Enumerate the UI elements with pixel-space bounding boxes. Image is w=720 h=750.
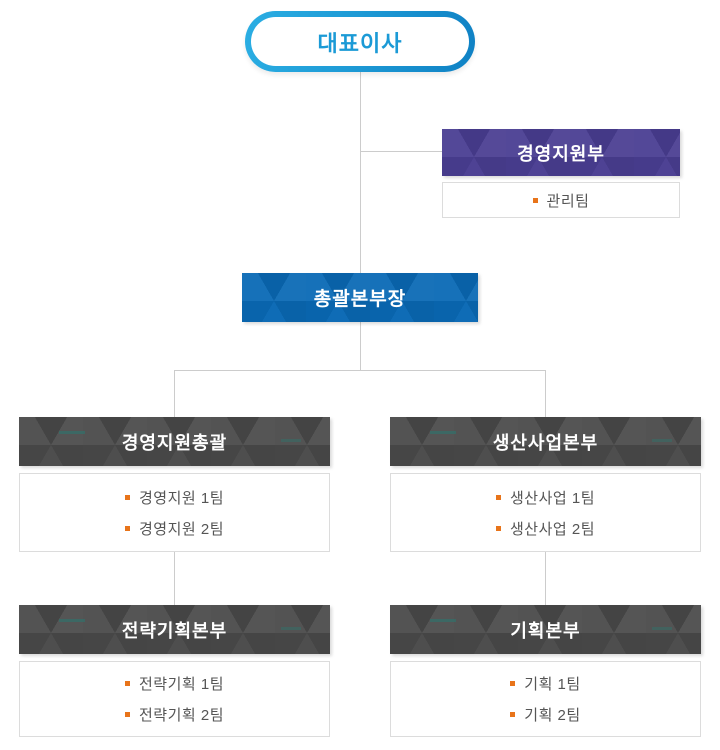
connector-right-mid — [545, 552, 546, 605]
node-division-3: 기획본부 — [390, 605, 701, 654]
bullet-icon — [124, 681, 130, 686]
team-list-item: 기획 2팀 — [510, 704, 580, 725]
bullet-icon — [124, 525, 130, 531]
node-division-1: 생산사업본부 — [390, 417, 701, 466]
bullet-icon — [124, 494, 130, 500]
team-list-item: 전략기획 2팀 — [124, 704, 224, 725]
node-director: 총괄본부장 — [242, 273, 478, 322]
node-ceo: 대표이사 — [245, 11, 475, 72]
team-list-item: 기획 1팀 — [510, 673, 580, 694]
connector-split-horizontal — [174, 370, 546, 371]
team-list-item: 경영지원 1팀 — [124, 487, 224, 508]
team-list-item: 경영지원 2팀 — [124, 518, 224, 539]
node-division-0-label: 경영지원총괄 — [121, 432, 228, 453]
connector-branch-staff-department — [360, 151, 442, 152]
team-label: 전략기획 1팀 — [138, 676, 224, 693]
connector-director-to-split — [360, 322, 361, 370]
bullet-icon — [495, 494, 501, 500]
team-label: 생산사업 2팀 — [509, 520, 595, 538]
node-staff-department-label: 경영지원부 — [517, 143, 605, 164]
node-division-0: 경영지원총괄 — [19, 417, 330, 466]
connector-left-mid — [174, 552, 175, 605]
team-label: 기획 2팀 — [524, 707, 581, 724]
team-label: 경영지원 1팀 — [138, 489, 224, 507]
connector-ceo-to-director — [360, 72, 361, 273]
bullet-icon — [124, 712, 130, 717]
team-label: 생산사업 1팀 — [509, 489, 595, 507]
connector-drop-left — [174, 370, 175, 417]
connector-drop-right — [545, 370, 546, 417]
node-division-2-label: 전략기획본부 — [121, 620, 228, 641]
team-label: 기획 1팀 — [524, 676, 581, 693]
bullet-icon — [532, 197, 538, 203]
bullet-icon — [495, 525, 501, 531]
node-division-3-label: 기획본부 — [510, 620, 581, 641]
team-label: 관리팀 — [546, 192, 590, 210]
team-list-item: 관리팀 — [532, 190, 590, 211]
node-division-1-label: 생산사업본부 — [492, 432, 599, 453]
division-0-team-list: 경영지원 1팀 경영지원 2팀 — [19, 473, 330, 552]
bullet-icon — [510, 712, 516, 717]
staff-department-team-list: 관리팀 — [442, 182, 680, 218]
bullet-icon — [510, 681, 516, 686]
node-division-2: 전략기획본부 — [19, 605, 330, 654]
node-director-label: 총괄본부장 — [313, 289, 407, 310]
node-staff-department: 경영지원부 — [442, 129, 680, 176]
team-list-item: 전략기획 1팀 — [124, 673, 224, 694]
division-3-team-list: 기획 1팀 기획 2팀 — [390, 661, 701, 737]
team-label: 전략기획 2팀 — [138, 707, 224, 724]
node-ceo-label: 대표이사 — [317, 30, 403, 56]
team-list-item: 생산사업 2팀 — [495, 518, 595, 539]
division-1-team-list: 생산사업 1팀 생산사업 2팀 — [390, 473, 701, 552]
team-list-item: 생산사업 1팀 — [495, 487, 595, 508]
division-2-team-list: 전략기획 1팀 전략기획 2팀 — [19, 661, 330, 737]
team-label: 경영지원 2팀 — [138, 520, 224, 538]
